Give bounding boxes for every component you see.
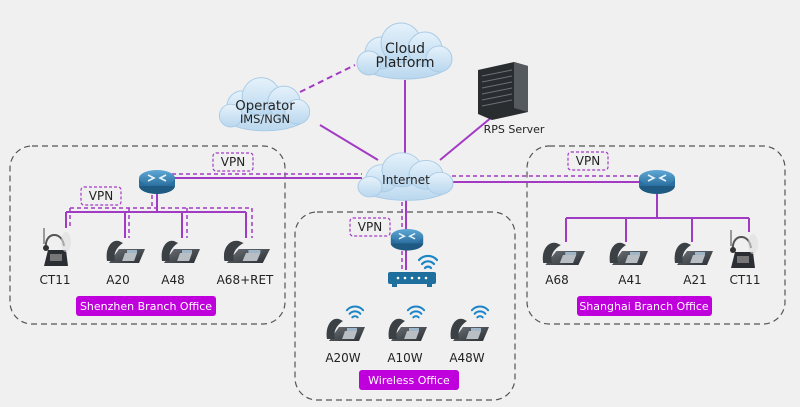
link-server-internet	[439, 111, 499, 161]
cloud-platform-label-1: Cloud	[385, 41, 425, 57]
svg-text:Shenzhen Branch Office: Shenzhen Branch Office	[80, 300, 212, 313]
phone-label: A20W	[325, 351, 360, 365]
vpn-tag-shenzhen-lan: VPN	[80, 186, 122, 206]
phone-a10w	[388, 318, 427, 341]
wifi-icon	[417, 254, 439, 270]
svg-text:VPN: VPN	[576, 154, 600, 168]
phone-a48w	[450, 318, 489, 341]
phone-ct11-shanghai	[729, 229, 759, 269]
wireless-router-icon	[390, 228, 424, 252]
shanghai-router-icon	[638, 169, 676, 195]
phone-a41-shanghai	[609, 242, 648, 265]
phone-a20w	[326, 318, 365, 341]
phone-a21-shanghai	[674, 242, 713, 265]
shanghai-office-badge: Shanghai Branch Office	[577, 296, 712, 316]
svg-text:Wireless Office: Wireless Office	[368, 374, 450, 387]
phone-label: A21	[683, 273, 706, 287]
phone-label: A68	[545, 273, 568, 287]
shenzhen-router-icon	[138, 169, 176, 195]
wifi-icon	[470, 305, 490, 319]
access-point-icon	[388, 272, 436, 287]
wireless-office-frame	[294, 211, 516, 401]
phone-a48-shenzhen	[161, 240, 200, 263]
internet-label: Internet	[382, 173, 430, 187]
phone-a68-shanghai	[542, 242, 585, 265]
phone-label: A68+RET	[217, 273, 274, 287]
vpn-tag-shenzhen-uplink: VPN	[212, 152, 254, 172]
phone-label: CT11	[40, 273, 71, 287]
phone-a20-shenzhen	[106, 240, 145, 263]
operator-cloud: Operator IMS/NGN	[218, 77, 311, 132]
shanghai-office-frame	[526, 145, 786, 325]
vpn-tag-shanghai: VPN	[567, 151, 609, 171]
rps-server-icon	[478, 62, 528, 120]
phone-label: A48	[161, 273, 184, 287]
wifi-icon	[345, 305, 365, 319]
phone-label: A48W	[449, 351, 484, 365]
rps-server-label: RPS Server	[484, 123, 545, 136]
svg-text:VPN: VPN	[358, 220, 382, 234]
phone-ct11-shenzhen	[42, 227, 72, 267]
cloud-platform-label-2: Platform	[375, 55, 434, 71]
vpn-tag-wireless: VPN	[349, 217, 391, 237]
phone-label: CT11	[730, 273, 761, 287]
cloud-platform-cloud: Cloud Platform	[356, 22, 453, 80]
wifi-icon	[406, 305, 426, 319]
phone-label: A10W	[387, 351, 422, 365]
phone-label: A41	[618, 273, 641, 287]
svg-text:VPN: VPN	[89, 189, 113, 203]
svg-text:Shanghai Branch Office: Shanghai Branch Office	[579, 300, 709, 313]
phone-a68-ret-shenzhen	[223, 240, 270, 263]
phone-label: A20	[106, 273, 129, 287]
link-operator-internet	[319, 124, 379, 161]
wireless-office-badge: Wireless Office	[359, 370, 459, 390]
shenzhen-office-frame	[9, 145, 286, 325]
svg-text:VPN: VPN	[221, 155, 245, 169]
operator-label-1: Operator	[235, 99, 295, 114]
operator-label-2: IMS/NGN	[240, 112, 290, 126]
shenzhen-office-badge: Shenzhen Branch Office	[76, 296, 216, 316]
link-operator-cloud	[299, 64, 356, 93]
